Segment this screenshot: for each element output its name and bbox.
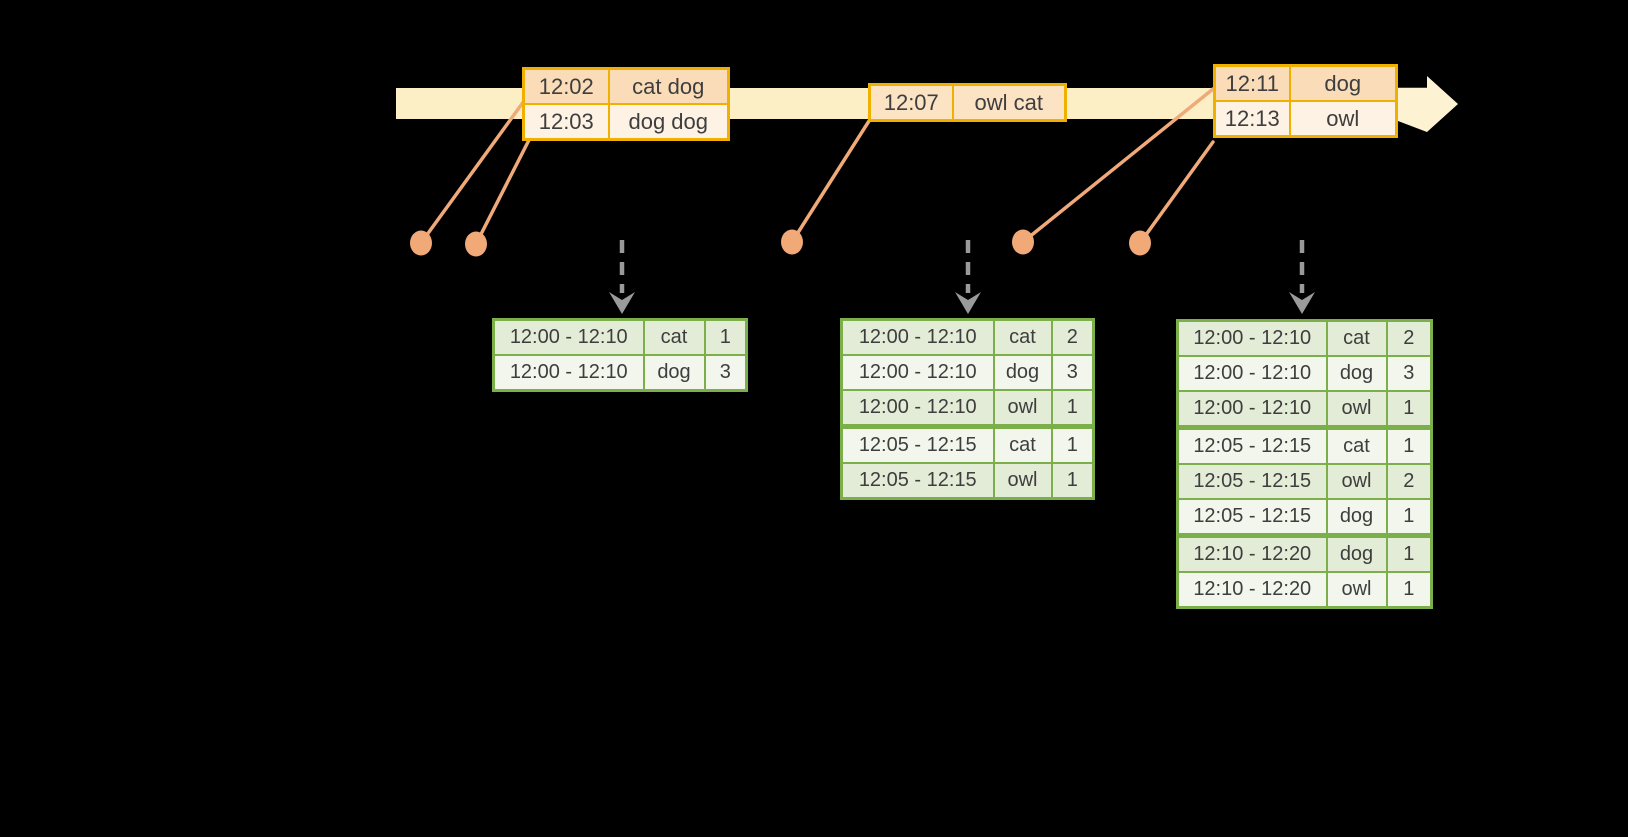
count-cell: 1 [1050, 462, 1095, 500]
count-cell: 3 [1385, 355, 1433, 392]
count-cell: 1 [1050, 389, 1095, 428]
window-cell: 12:05 - 12:15 [1176, 498, 1328, 537]
count-cell: 2 [1385, 319, 1433, 357]
count-cell: 1 [1050, 424, 1095, 464]
word-cell: owl [992, 389, 1053, 428]
event-connector-line [474, 138, 531, 246]
window-cell: 12:00 - 12:10 [840, 318, 995, 356]
timeline-arrowhead-icon [1396, 76, 1458, 132]
word-cell: dog [1325, 355, 1388, 392]
word-cell: dog [642, 354, 706, 392]
window-cell: 12:10 - 12:20 [1176, 533, 1328, 573]
count-cell: 3 [1050, 354, 1095, 391]
window-cell: 12:00 - 12:10 [492, 318, 645, 356]
word-cell: owl [1325, 390, 1388, 429]
count-cell: 1 [1385, 571, 1433, 609]
window-cell: 12:00 - 12:10 [840, 354, 995, 391]
count-cell: 1 [1385, 425, 1433, 465]
trigger-arrow-icon [609, 240, 635, 314]
count-cell: 2 [1050, 318, 1095, 356]
event-time-cell: 12:07 [868, 83, 954, 122]
count-cell: 1 [1385, 533, 1433, 573]
event-dot [1012, 229, 1034, 255]
count-cell: 2 [1385, 463, 1433, 500]
word-cell: cat [992, 424, 1053, 464]
word-cell: cat [1325, 425, 1388, 465]
word-cell: owl [992, 462, 1053, 500]
count-cell: 3 [703, 354, 748, 392]
event-words-cell: owl [1288, 100, 1398, 138]
window-cell: 12:00 - 12:10 [492, 354, 645, 392]
count-cell: 1 [1385, 498, 1433, 537]
event-connector-line [790, 119, 871, 244]
word-cell: cat [1325, 319, 1388, 357]
window-cell: 12:10 - 12:20 [1176, 571, 1328, 609]
word-cell: dog [1325, 533, 1388, 573]
count-cell: 1 [1385, 390, 1433, 429]
event-words-cell: cat dog [607, 67, 730, 105]
event-words-cell: dog [1288, 64, 1398, 102]
event-time-cell: 12:02 [522, 67, 610, 105]
window-cell: 12:05 - 12:15 [840, 462, 995, 500]
word-cell: cat [992, 318, 1053, 356]
window-cell: 12:00 - 12:10 [1176, 390, 1328, 429]
event-time-cell: 12:03 [522, 103, 610, 141]
word-cell: cat [642, 318, 706, 356]
event-words-cell: owl cat [951, 83, 1067, 122]
count-cell: 1 [703, 318, 748, 356]
word-cell: owl [1325, 571, 1388, 609]
window-cell: 12:00 - 12:10 [1176, 319, 1328, 357]
window-cell: 12:05 - 12:15 [840, 424, 995, 464]
event-connector-line [419, 99, 526, 245]
event-dot [1129, 230, 1151, 256]
event-connector-line [1138, 140, 1215, 245]
word-cell: dog [992, 354, 1053, 391]
event-time-cell: 12:13 [1213, 100, 1291, 138]
event-dot [410, 230, 432, 256]
window-cell: 12:05 - 12:15 [1176, 463, 1328, 500]
window-cell: 12:05 - 12:15 [1176, 425, 1328, 465]
trigger-arrow-icon [955, 240, 981, 314]
event-dot [781, 229, 803, 255]
event-words-cell: dog dog [607, 103, 730, 141]
window-cell: 12:00 - 12:10 [840, 389, 995, 428]
event-time-cell: 12:11 [1213, 64, 1291, 102]
word-cell: dog [1325, 498, 1388, 537]
window-cell: 12:00 - 12:10 [1176, 355, 1328, 392]
event-dot [465, 231, 487, 257]
word-cell: owl [1325, 463, 1388, 500]
trigger-arrow-icon [1289, 240, 1315, 314]
